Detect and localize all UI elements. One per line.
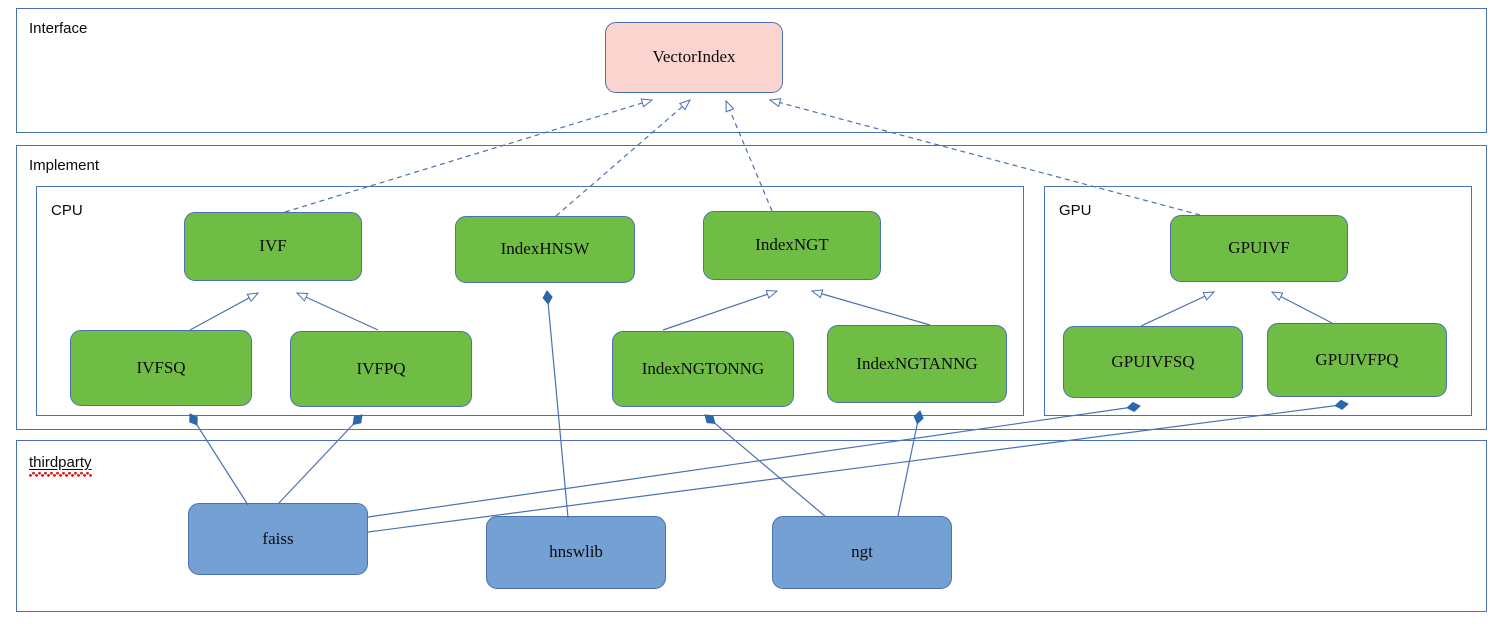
- node-label-hnswlib: hnswlib: [549, 542, 603, 562]
- node-label-gpuivfsq: GPUIVFSQ: [1111, 351, 1195, 371]
- node-label-indexhnsw: IndexHNSW: [500, 239, 590, 259]
- node-faiss[interactable]: faiss: [188, 503, 368, 575]
- group-label-implement: Implement: [29, 157, 100, 174]
- node-vectorindex[interactable]: VectorIndex: [605, 22, 783, 93]
- node-gpuivf[interactable]: GPUIVF: [1170, 215, 1348, 282]
- group-label-interface: Interface: [29, 20, 88, 37]
- node-ngt[interactable]: ngt: [772, 516, 952, 589]
- node-label-indexngtonng: IndexNGTONNG: [641, 358, 765, 378]
- node-label-ivfsq: IVFSQ: [136, 357, 186, 377]
- node-ivfpq[interactable]: IVFPQ: [290, 331, 472, 407]
- node-label-faiss: faiss: [262, 528, 294, 548]
- node-gpuivfpq[interactable]: GPUIVFPQ: [1267, 323, 1447, 397]
- node-label-gpuivf: GPUIVF: [1228, 238, 1290, 258]
- node-indexhnsw[interactable]: IndexHNSW: [455, 216, 635, 283]
- node-indexngtonng[interactable]: IndexNGTONNG: [612, 331, 794, 407]
- node-ivfsq[interactable]: IVFSQ: [70, 330, 252, 406]
- node-hnswlib[interactable]: hnswlib: [486, 516, 666, 589]
- spellcheck-squiggle-icon: [29, 472, 92, 477]
- node-indexngtanng[interactable]: IndexNGTANNG: [827, 325, 1007, 403]
- node-label-ivfpq: IVFPQ: [356, 358, 406, 378]
- group-label-thirdparty-text: thirdparty: [29, 454, 92, 471]
- node-indexngt[interactable]: IndexNGT: [703, 211, 881, 280]
- node-gpuivfsq[interactable]: GPUIVFSQ: [1063, 326, 1243, 398]
- node-label-indexngtanng: IndexNGTANNG: [856, 353, 978, 373]
- node-label-indexngt: IndexNGT: [755, 235, 829, 255]
- node-label-ivf: IVF: [259, 236, 287, 256]
- group-label-gpu: GPU: [1059, 202, 1092, 219]
- node-label-ngt: ngt: [851, 542, 873, 562]
- group-label-thirdparty: thirdparty: [29, 454, 92, 477]
- node-label-gpuivfpq: GPUIVFPQ: [1315, 349, 1399, 369]
- group-label-cpu: CPU: [51, 202, 83, 219]
- node-ivf[interactable]: IVF: [184, 212, 362, 281]
- node-label-vectorindex: VectorIndex: [652, 47, 736, 67]
